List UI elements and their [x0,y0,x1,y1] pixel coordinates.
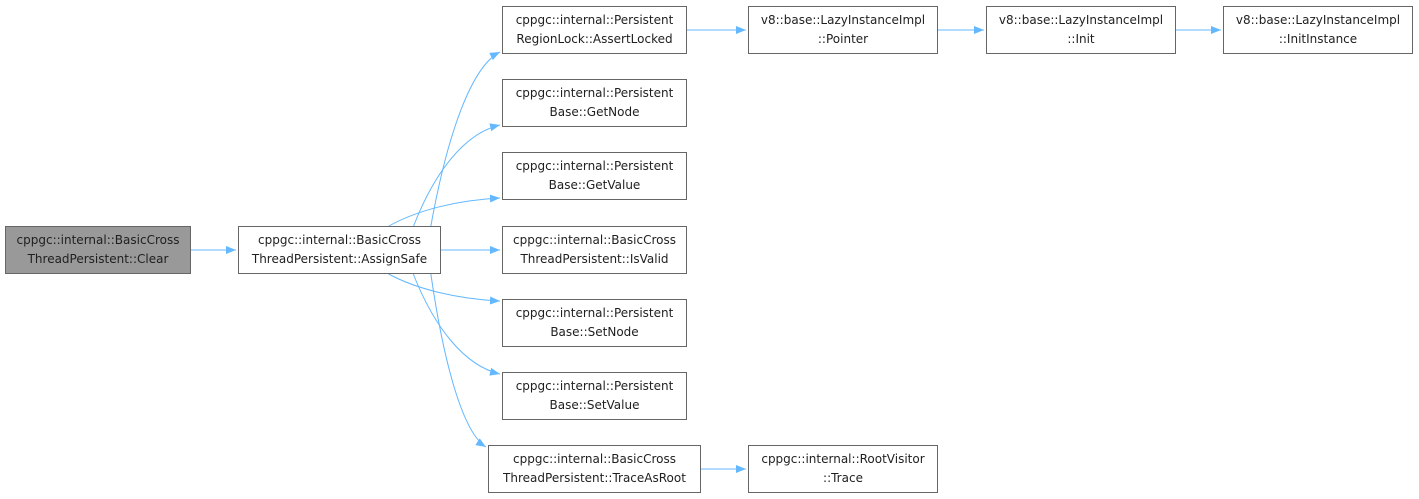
node-get-value-line2: Base::GetValue [548,178,641,192]
node-root-visitor-trace-line2: ::Trace [823,471,863,485]
node-lazy-init-line1: v8::base::LazyInstanceImpl [998,13,1164,27]
node-set-node[interactable]: cppgc::internal::Persistent Base::SetNod… [502,299,687,347]
node-assign-safe[interactable]: cppgc::internal::BasicCross ThreadPersis… [238,226,441,274]
node-root-visitor-trace-line1: cppgc::internal::RootVisitor [761,452,925,466]
edge-assign_safe-to-assert_locked [430,51,501,227]
node-root-visitor-trace[interactable]: cppgc::internal::RootVisitor ::Trace [748,445,938,493]
node-get-node[interactable]: cppgc::internal::Persistent Base::GetNod… [502,79,687,127]
edge-assign_safe-to-get_node [413,123,501,227]
edge-assign_safe-to-trace_as_root [430,273,487,448]
node-assign-safe-line1: cppgc::internal::BasicCross [258,233,421,247]
node-set-value[interactable]: cppgc::internal::Persistent Base::SetVal… [502,372,687,420]
node-set-value-line2: Base::SetValue [549,398,640,412]
node-get-value-line1: cppgc::internal::Persistent [515,159,674,173]
node-is-valid-line2: ThreadPersistent::IsValid [520,252,669,266]
node-set-node-line2: Base::SetNode [550,325,639,339]
node-assign-safe-line2: ThreadPersistent::AssignSafe [251,252,428,266]
node-get-value[interactable]: cppgc::internal::Persistent Base::GetVal… [502,152,687,200]
node-assert-locked-line1: cppgc::internal::Persistent [515,13,674,27]
node-clear-line2: ThreadPersistent::Clear [27,252,169,266]
node-get-node-line1: cppgc::internal::Persistent [515,86,674,100]
edge-assign_safe-to-set_value [412,273,501,376]
node-trace-as-root[interactable]: cppgc::internal::BasicCross ThreadPersis… [488,445,701,493]
node-clear: cppgc::internal::BasicCross ThreadPersis… [5,226,191,274]
node-is-valid-line1: cppgc::internal::BasicCross [513,233,676,247]
node-set-node-line1: cppgc::internal::Persistent [515,306,674,320]
node-lazy-init[interactable]: v8::base::LazyInstanceImpl ::Init [986,6,1176,54]
node-trace-as-root-line2: ThreadPersistent::TraceAsRoot [503,471,686,485]
node-clear-line1: cppgc::internal::BasicCross [16,233,180,247]
node-assert-locked-line2: RegionLock::AssertLocked [516,32,673,46]
node-lazy-init-instance-line2: ::InitInstance [1278,32,1358,46]
node-lazy-init-instance-line1: v8::base::LazyInstanceImpl [1235,13,1401,27]
node-get-node-line2: Base::GetNode [549,105,640,119]
node-lazy-init-instance[interactable]: v8::base::LazyInstanceImpl ::InitInstanc… [1223,6,1413,54]
node-lazy-pointer[interactable]: v8::base::LazyInstanceImpl ::Pointer [748,6,938,54]
node-trace-as-root-line1: cppgc::internal::BasicCross [513,452,676,466]
node-lazy-init-line2: ::Init [1067,32,1095,46]
node-set-value-line1: cppgc::internal::Persistent [515,379,674,393]
node-lazy-pointer-line2: ::Pointer [817,32,869,46]
node-is-valid[interactable]: cppgc::internal::BasicCross ThreadPersis… [502,226,687,274]
node-lazy-pointer-line1: v8::base::LazyInstanceImpl [760,13,926,27]
edge-assign_safe-to-get_value [388,194,501,227]
edge-assign_safe-to-set_node [388,273,501,305]
node-assert-locked[interactable]: cppgc::internal::Persistent RegionLock::… [502,6,687,54]
